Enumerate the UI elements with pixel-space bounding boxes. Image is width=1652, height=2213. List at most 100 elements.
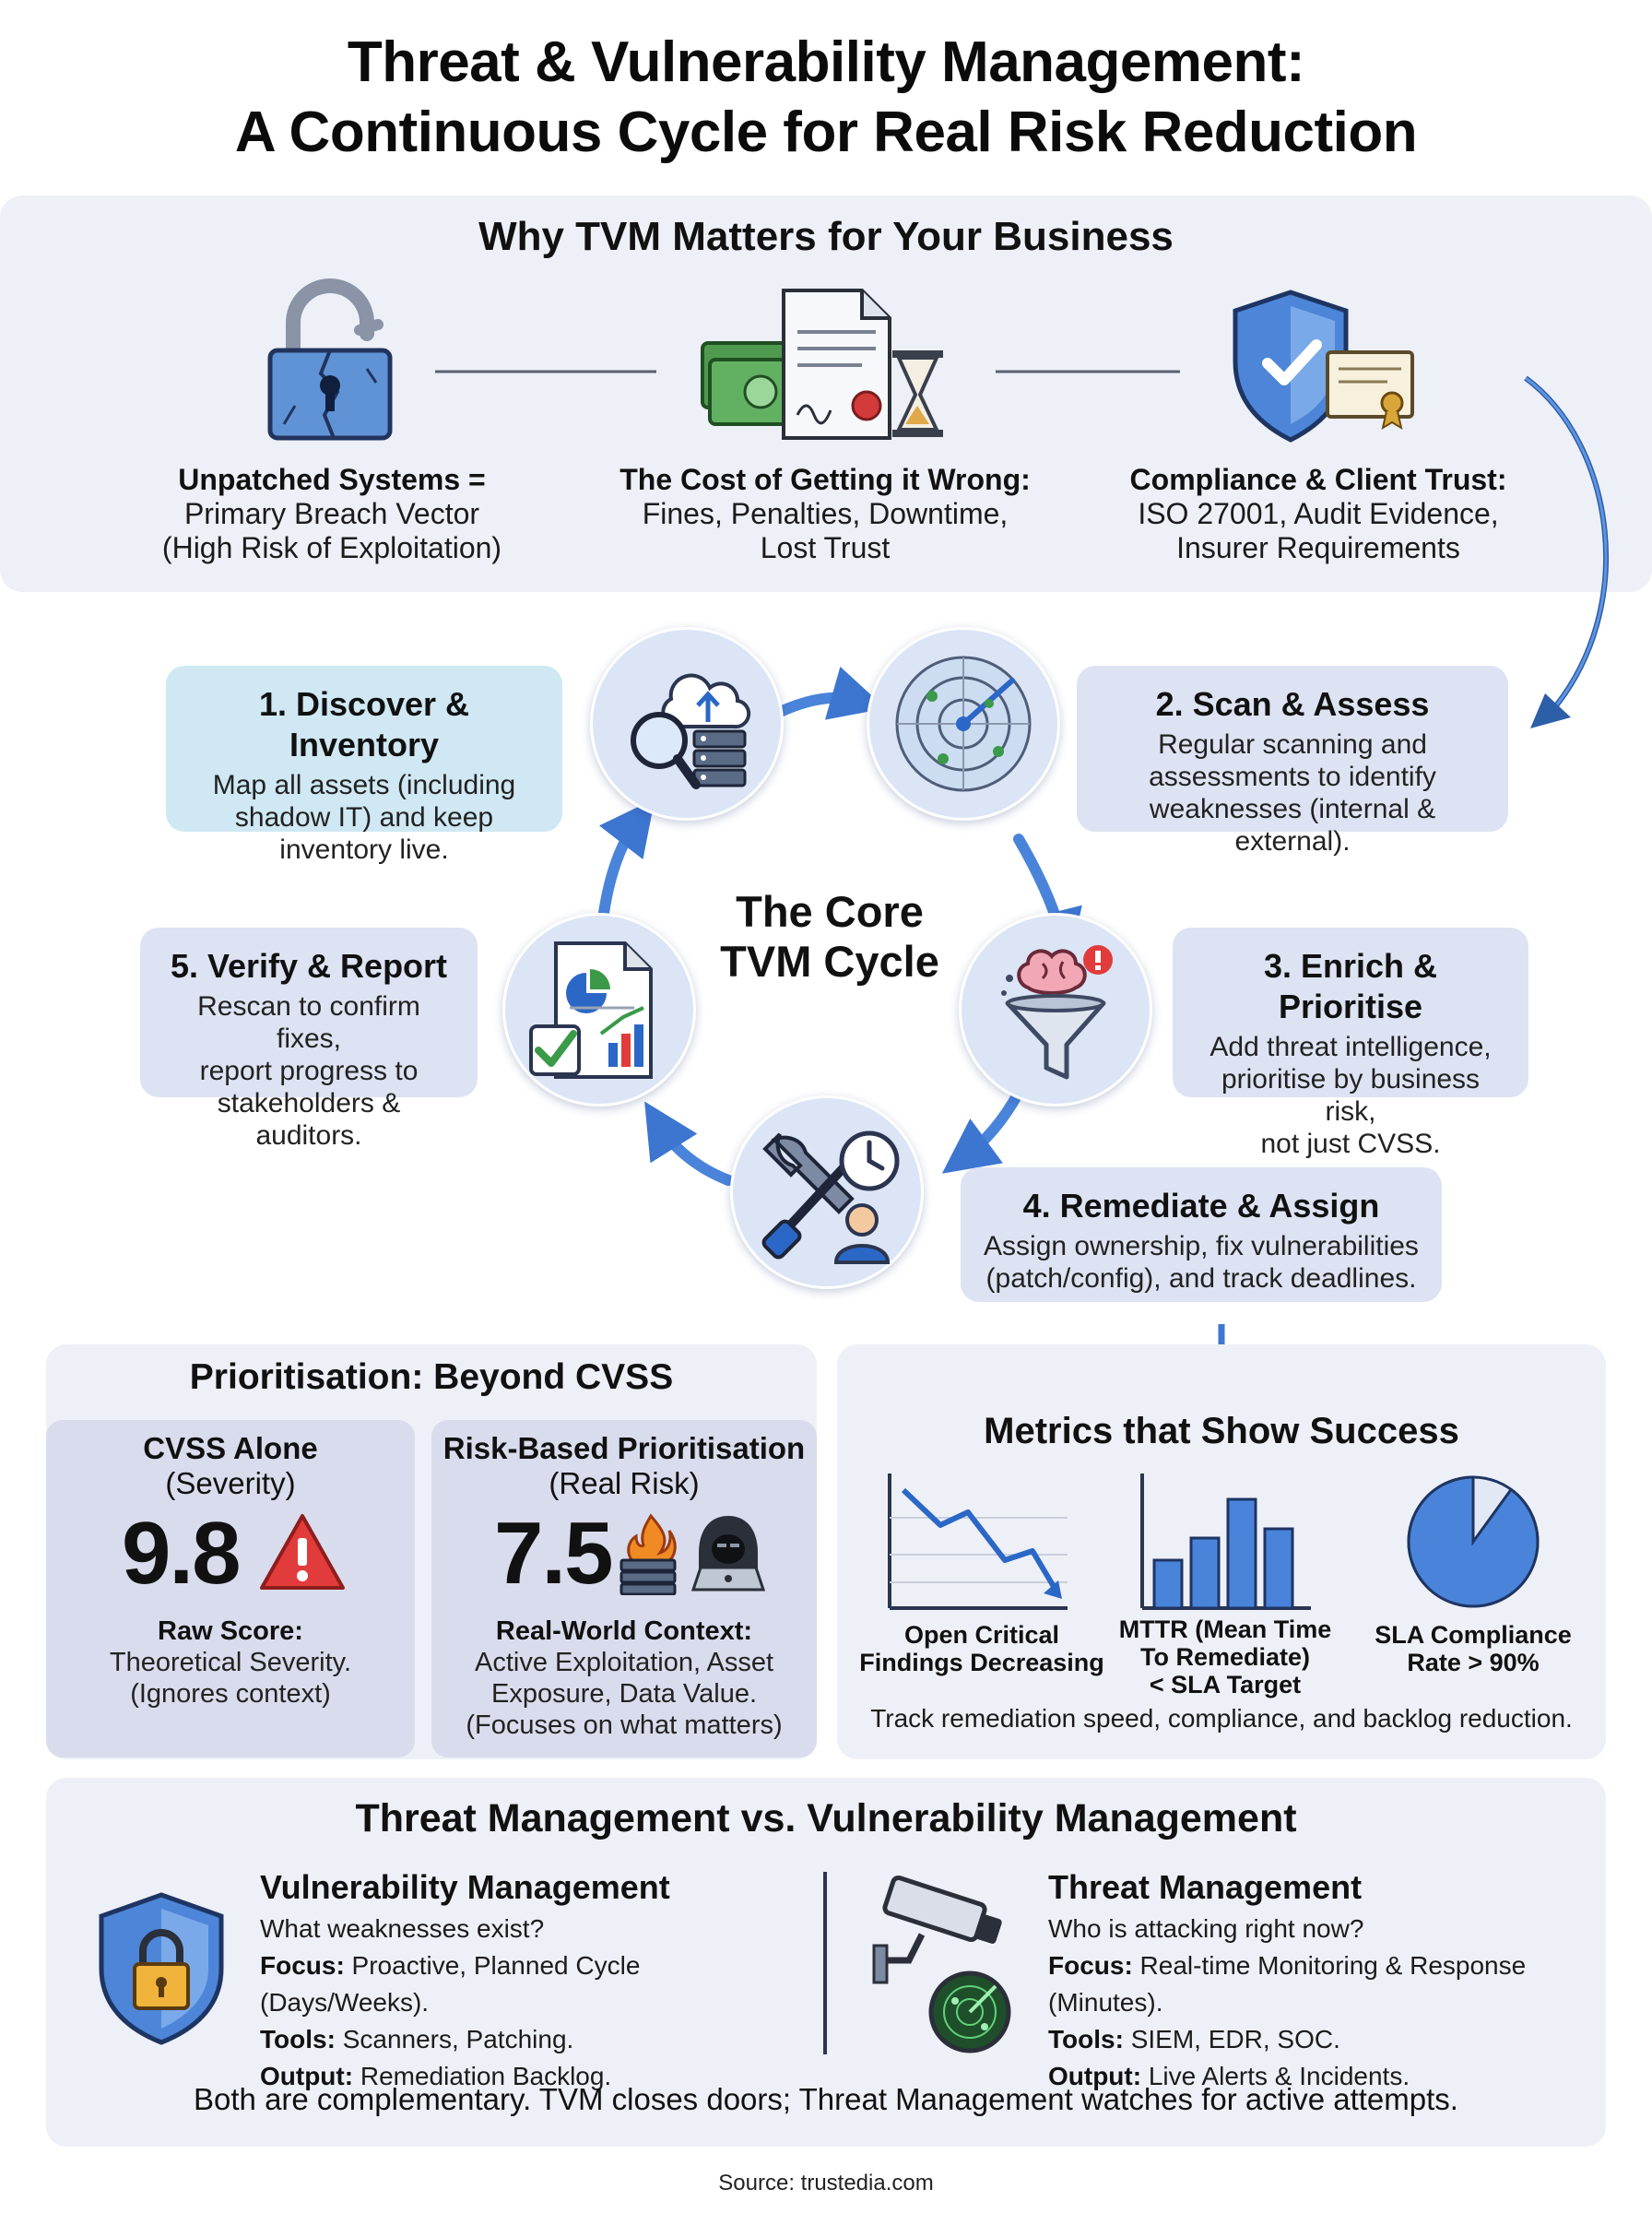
step-box-discover: 1. Discover & Inventory Map all assets (… (166, 666, 562, 865)
vm-tools: Tools: Scanners, Patching. (260, 2021, 813, 2058)
shield-certificate-icon (1233, 290, 1414, 443)
step-box-scan: 2. Scan & Assess Regular scanning and as… (1077, 666, 1508, 857)
step-title: 2. Scan & Assess (1155, 685, 1430, 723)
risk-header: Risk-Based Prioritisation (Real Risk) (431, 1431, 817, 1501)
step-desc-line: prioritise by business risk, (1221, 1064, 1481, 1127)
step-desc-line: Rescan to confirm fixes, (197, 991, 420, 1054)
why-tvm-heading: Why TVM Matters for Your Business (478, 214, 1174, 259)
report-chart-check-icon (529, 941, 653, 1079)
comparison-heading: Threat Management vs. Vulnerability Mana… (355, 1796, 1297, 1840)
metric-label-line: Rate > 90% (1407, 1649, 1540, 1676)
warning-icon (260, 1514, 345, 1590)
step-desc: Rescan to confirm fixes, report progress… (162, 990, 455, 1152)
step-title: 4. Remediate & Assign (1022, 1187, 1380, 1225)
declining-line-chart-icon (888, 1473, 1068, 1610)
step-desc-line: shadow IT) and keep (234, 802, 494, 833)
title-line-1: Threat & Vulnerability Management: (347, 30, 1305, 94)
tm-tools-value: SIEM, EDR, SOC. (1123, 2025, 1340, 2053)
mttr-bar-chart-icon (1140, 1473, 1311, 1610)
cycle-node-verify (502, 913, 696, 1106)
risk-title: Risk-Based Prioritisation (442, 1431, 806, 1465)
risk-desc-line: (Focuses on what matters) (466, 1710, 783, 1740)
tm-title: Threat Management (1048, 1868, 1363, 1906)
step-desc-line: inventory live. (279, 834, 449, 865)
vm-tools-value: Scanners, Patching. (335, 2025, 574, 2053)
step-desc-line: stakeholders & auditors. (217, 1088, 401, 1151)
page-title: Threat & Vulnerability Management: A Con… (0, 28, 1652, 168)
why-card-line: ISO 27001, Audit Evidence, (1138, 497, 1499, 530)
radar-scan-icon (895, 656, 1032, 792)
why-card-title: Unpatched Systems = (178, 463, 486, 496)
risk-label: Real-World Context: (495, 1616, 753, 1646)
vm-question: What weaknesses exist? (260, 1914, 545, 1943)
step-desc: Map all assets (including shadow IT) and… (188, 769, 540, 866)
step-title: 3. Enrich & Prioritise (1263, 947, 1438, 1025)
why-card-line: Fines, Penalties, Downtime, (642, 497, 1009, 530)
brain-funnel-icon (1001, 945, 1113, 1080)
tm-tools: Tools: SIEM, EDR, SOC. (1048, 2021, 1606, 2058)
why-card-cost: The Cost of Getting it Wrong: Fines, Pen… (595, 463, 1056, 565)
step-desc: Assign ownership, fix vulnerabilities (p… (983, 1230, 1420, 1295)
cost-document-hourglass-icon (701, 289, 943, 440)
metric-label-line: Open Critical (903, 1621, 1060, 1649)
risk-score: 7.5 (494, 1504, 613, 1603)
step-desc-line: Add threat intelligence, (1210, 1032, 1492, 1062)
discover-magnifier-server-icon (631, 673, 751, 789)
why-card-title: Compliance & Client Trust: (1129, 463, 1507, 496)
prioritisation-heading: Prioritisation: Beyond CVSS (189, 1357, 674, 1397)
metric-label-line: Findings Decreasing (859, 1649, 1104, 1676)
cvss-title: CVSS Alone (143, 1431, 318, 1465)
step-desc-line: Regular scanning and (1158, 729, 1427, 760)
title-line-2: A Continuous Cycle for Real Risk Reducti… (234, 101, 1418, 164)
cycle-center-label: The Core TVM Cycle (664, 887, 996, 987)
why-card-compliance: Compliance & Client Trust: ISO 27001, Au… (1115, 463, 1521, 565)
step-desc-line: weaknesses (internal & external). (1149, 794, 1436, 857)
vm-title: Vulnerability Management (260, 1868, 670, 1906)
step-desc-line: not just CVSS. (1260, 1129, 1441, 1159)
tm-column: Threat Management Who is attacking right… (1048, 1864, 1606, 2095)
step-desc-line: report progress to (199, 1056, 419, 1086)
cvss-score: 9.8 (122, 1504, 241, 1603)
step-desc: Add threat intelligence, prioritise by b… (1195, 1031, 1506, 1160)
cvss-subtitle: (Severity) (165, 1466, 296, 1500)
step-desc-line: (patch/config), and track deadlines. (985, 1263, 1417, 1294)
shield-lock-icon (99, 1892, 224, 2045)
vm-output-label: Output: (260, 2062, 354, 2090)
vm-focus-value: Proactive, Planned Cycle (Days/Weeks). (260, 1951, 641, 2017)
risk-desc-line: Exposure, Data Value. (490, 1679, 758, 1709)
sla-pie-chart-icon (1407, 1475, 1540, 1608)
broken-padlock-icon (267, 278, 393, 441)
tm-focus: Focus: Real-time Monitoring & Response (… (1048, 1947, 1606, 2021)
tm-focus-value: Real-time Monitoring & Response (Minutes… (1048, 1951, 1527, 2017)
comparison-footer: Both are complementary. TVM closes doors… (194, 2082, 1458, 2116)
connector-line (996, 370, 1180, 373)
curved-flow-arrow (1524, 375, 1609, 728)
server-fire-icon (620, 1513, 677, 1595)
metric-label-findings: Open Critical Findings Decreasing (857, 1621, 1106, 1676)
metrics-footer: Track remediation speed, compliance, and… (870, 1704, 1573, 1733)
step-box-enrich: 3. Enrich & Prioritise Add threat intell… (1173, 928, 1528, 1159)
why-card-line: (High Risk of Exploitation) (161, 531, 502, 564)
connector-line (435, 370, 656, 373)
wrench-screwdriver-clock-icon (761, 1130, 900, 1264)
cycle-center-line: TVM Cycle (720, 937, 939, 986)
metric-label-mttr: MTTR (Mean Time To Remediate) < SLA Targ… (1110, 1615, 1340, 1698)
vm-column: Vulnerability Management What weaknesses… (260, 1864, 813, 2095)
hacker-laptop-icon (690, 1516, 766, 1592)
metric-label-sla: SLA Compliance Rate > 90% (1361, 1621, 1586, 1676)
metric-label-line: SLA Compliance (1375, 1621, 1572, 1649)
vm-focus: Focus: Proactive, Planned Cycle (Days/We… (260, 1947, 813, 2021)
cycle-node-enrich (959, 913, 1152, 1106)
step-desc-line: Assign ownership, fix vulnerabilities (984, 1231, 1419, 1261)
tm-tools-label: Tools: (1048, 2025, 1124, 2053)
tm-focus-label: Focus: (1048, 1951, 1133, 1980)
vm-output: Output: Remediation Backlog. (260, 2058, 813, 2095)
cycle-node-discover (590, 627, 784, 821)
cvss-header: CVSS Alone (Severity) (46, 1431, 415, 1501)
step-desc: Regular scanning and assessments to iden… (1099, 728, 1486, 858)
cvss-desc-line: (Ignores context) (130, 1679, 331, 1709)
tm-output: Output: Live Alerts & Incidents. (1048, 2058, 1606, 2095)
cvss-column (46, 1420, 415, 1757)
cvss-desc-line: Theoretical Severity. (109, 1648, 352, 1677)
why-card-line: Insurer Requirements (1176, 531, 1460, 564)
